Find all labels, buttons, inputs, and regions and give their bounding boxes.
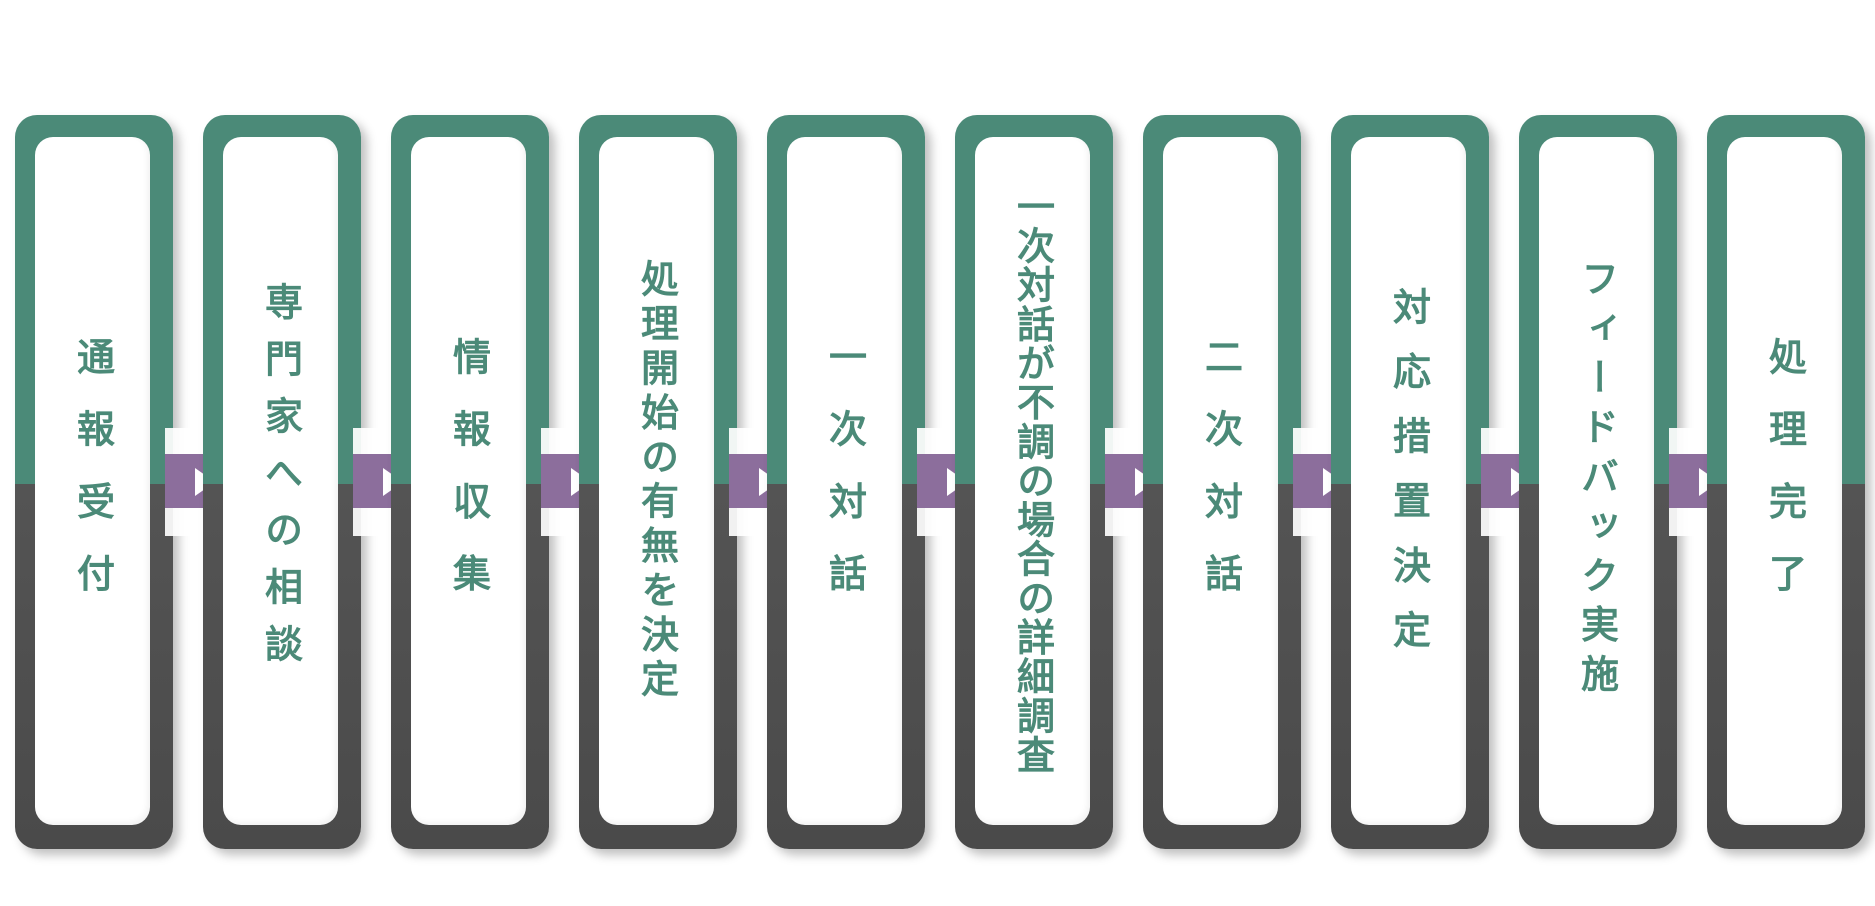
process-step: 二次対話 <box>1143 115 1301 849</box>
process-step: 専門家への相談 <box>203 115 361 849</box>
process-step: 一次対話が不調の場合の詳細調査 <box>955 115 1113 849</box>
step-card: 処理開始の有無を決定 <box>599 137 714 825</box>
step-card: 一次対話 <box>787 137 902 825</box>
step-card: 通報受付 <box>35 137 150 825</box>
process-step: 一次対話 <box>767 115 925 849</box>
step-label: 対応措置決定 <box>1386 287 1431 675</box>
step-card: 一次対話が不調の場合の詳細調査 <box>975 137 1090 825</box>
step-label: 情報収集 <box>446 336 491 626</box>
step-card: 二次対話 <box>1163 137 1278 825</box>
step-label: 処理開始の有無を決定 <box>634 258 679 704</box>
step-label: 専門家への相談 <box>258 281 303 681</box>
step-label: フィードバック実施 <box>1574 258 1619 704</box>
step-card: フィードバック実施 <box>1539 137 1654 825</box>
step-label: 一次対話が不調の場合の詳細調査 <box>1010 187 1055 775</box>
step-card: 対応措置決定 <box>1351 137 1466 825</box>
step-label: 処理完了 <box>1762 336 1807 626</box>
step-label: 二次対話 <box>1198 336 1243 626</box>
process-step: 処理開始の有無を決定 <box>579 115 737 849</box>
step-card: 情報収集 <box>411 137 526 825</box>
step-label: 一次対話 <box>822 336 867 626</box>
step-card: 処理完了 <box>1727 137 1842 825</box>
process-step: 対応措置決定 <box>1331 115 1489 849</box>
step-card: 専門家への相談 <box>223 137 338 825</box>
process-step: フィードバック実施 <box>1519 115 1677 849</box>
step-label: 通報受付 <box>70 336 115 626</box>
process-step: 処理完了 <box>1707 115 1865 849</box>
process-step: 通報受付 <box>15 115 173 849</box>
process-step: 情報収集 <box>391 115 549 849</box>
